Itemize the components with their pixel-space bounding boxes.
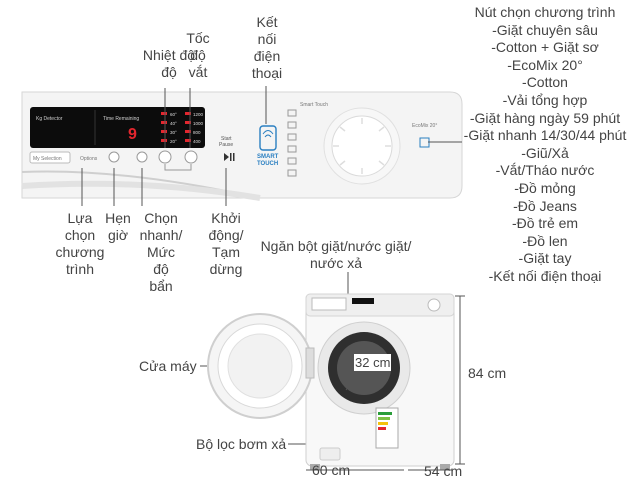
program-list-item: -Đồ Jeans xyxy=(513,197,577,214)
label-spin-speed: Tốc độ vắt xyxy=(186,30,210,80)
svg-text:400: 400 xyxy=(193,139,201,144)
program-dial[interactable] xyxy=(323,107,401,185)
svg-text:40°: 40° xyxy=(170,121,177,126)
svg-text:1000: 1000 xyxy=(193,121,204,126)
svg-text:EcoMix 20°: EcoMix 20° xyxy=(412,123,437,129)
program-list-item: -Kết nối điện thoại xyxy=(488,267,602,284)
lcd-display xyxy=(30,107,205,148)
label-height: 84 cm xyxy=(468,365,507,381)
svg-text:Start: Start xyxy=(221,136,232,142)
svg-text:30°: 30° xyxy=(170,130,177,135)
program-list-item: -Cotton + Giặt sơ xyxy=(491,39,599,56)
svg-text:60°: 60° xyxy=(170,112,177,117)
label-start-pause: Khởi động/ Tạm dừng xyxy=(208,210,244,277)
svg-text:Smart Touch: Smart Touch xyxy=(300,102,328,108)
drain-filter[interactable] xyxy=(319,447,341,461)
my-selection-button[interactable] xyxy=(29,151,71,164)
start-pause-button[interactable] xyxy=(224,153,235,161)
label-detergent-drawer: Ngăn bột giặt/nước giặt/ nước xả xyxy=(260,238,412,271)
program-list-item: -Cotton xyxy=(522,74,568,91)
program-list: Nút chọn chương trình -Giặt chuyên sâu-C… xyxy=(452,4,638,286)
label-width: 60 cm xyxy=(312,462,351,478)
timer-button[interactable] xyxy=(108,151,120,163)
program-icons xyxy=(287,109,297,177)
program-list-item: -Giặt tay xyxy=(518,250,572,267)
label-depth: 54 cm xyxy=(424,463,463,479)
svg-text:1200: 1200 xyxy=(193,112,204,117)
program-list-item: -Đồ trẻ em xyxy=(511,215,579,232)
svg-text:Pause: Pause xyxy=(219,142,233,148)
quick-button[interactable] xyxy=(136,151,148,163)
label-smart-connect: Kết nối điện thoại xyxy=(251,14,283,81)
kg-detector-text: Kg Detector xyxy=(36,116,63,122)
temperature-indicators: 60° 40° 30° 20° xyxy=(161,112,177,144)
time-remaining-text: Time Remaining xyxy=(103,116,139,122)
label-program-select: Lựa chọn chương trình xyxy=(55,210,105,277)
svg-text:20°: 20° xyxy=(170,139,177,144)
label-temperature: Nhiệt độ độ xyxy=(142,47,196,80)
program-list-item: -Giặt nhanh 14/30/44 phút xyxy=(463,127,627,144)
svg-text:TOUCH: TOUCH xyxy=(257,161,278,167)
spin-indicators: 1200 1000 800 400 xyxy=(185,112,204,144)
program-list-item: -Giũ/Xả xyxy=(521,144,569,161)
program-list-item: -Vắt/Tháo nước xyxy=(495,162,595,179)
svg-text:SMART: SMART xyxy=(257,154,279,160)
label-timer: Hẹn giờ xyxy=(105,210,131,243)
control-panel: Kg Detector Time Remaining 9 60° 40° 30°… xyxy=(21,91,463,201)
svg-text:800: 800 xyxy=(193,130,201,135)
washing-machine xyxy=(305,293,455,470)
program-list-item: -Giặt hàng ngày 59 phút xyxy=(469,109,621,126)
program-list-heading: Nút chọn chương trình xyxy=(474,4,616,20)
machine-door[interactable] xyxy=(207,313,315,419)
temperature-button[interactable] xyxy=(158,150,172,164)
program-list-item: -EcoMix 20° xyxy=(507,56,583,73)
label-drain-filter: Bộ lọc bơm xả xyxy=(196,436,287,452)
program-list-item: -Giặt chuyên sâu xyxy=(492,21,598,38)
detergent-drawer[interactable] xyxy=(311,297,347,311)
smart-touch-icon[interactable] xyxy=(259,125,277,151)
svg-text:My Selection: My Selection xyxy=(33,156,62,162)
label-quick-select: Chọn nhanh/ Mức độ bẩn xyxy=(139,210,183,294)
label-drum-diameter: 32 cm xyxy=(354,354,392,371)
program-list-item: -Đồ len xyxy=(522,232,568,249)
display-digit: 9 xyxy=(128,126,137,143)
label-door: Cửa máy xyxy=(139,358,197,374)
spin-button[interactable] xyxy=(184,150,198,164)
program-list-item: -Đồ mỏng xyxy=(514,179,576,196)
options-text: Options xyxy=(80,156,98,162)
program-list-item: -Vải tổng hợp xyxy=(502,91,588,108)
